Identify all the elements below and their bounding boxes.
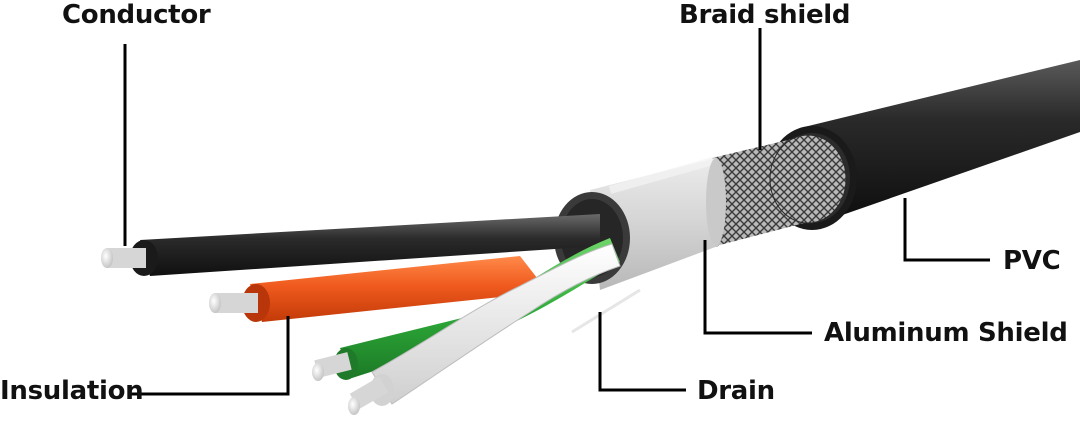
label-aluminum-shield: Aluminum Shield (824, 318, 1068, 348)
leader-aluminum (703, 240, 812, 335)
label-pvc: PVC (1003, 246, 1061, 276)
wire-red (250, 256, 548, 322)
label-conductor: Conductor (62, 0, 211, 30)
pvc-jacket (800, 60, 1080, 228)
label-braid-shield: Braid shield (679, 0, 851, 30)
wire-black (140, 214, 600, 276)
leader-insulation (128, 316, 290, 396)
drain-wire (571, 288, 641, 334)
leader-drain (598, 312, 686, 392)
label-insulation: Insulation (0, 376, 144, 406)
label-drain: Drain (697, 376, 775, 406)
conductor-tip (101, 248, 113, 268)
leader-pvc (903, 198, 990, 262)
wire-white (371, 243, 621, 405)
